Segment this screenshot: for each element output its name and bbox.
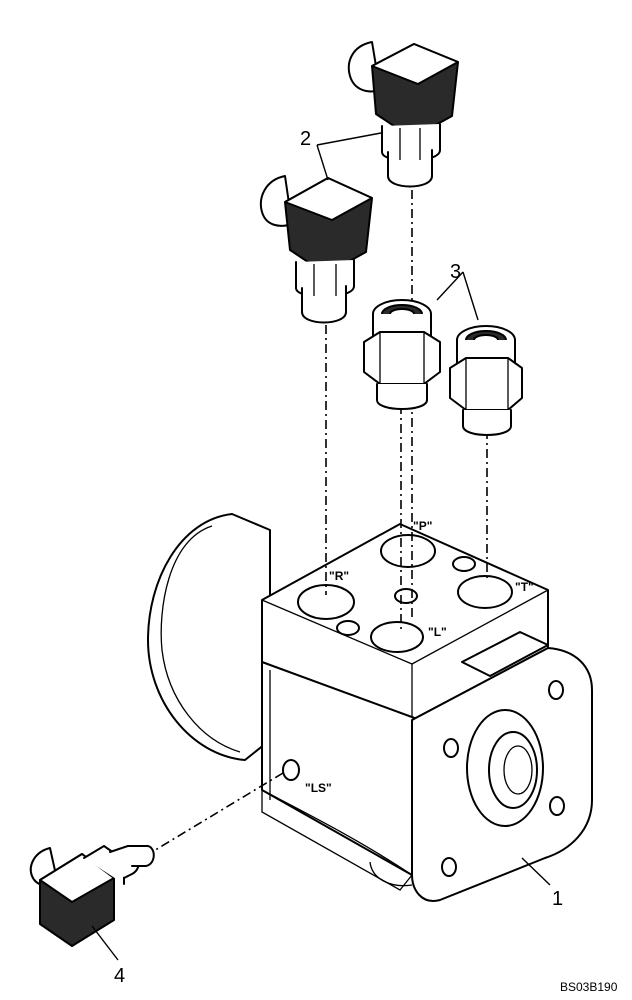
- port-ls-hole: [282, 759, 300, 781]
- callout-1: 1: [552, 888, 563, 910]
- callout-4: 4: [114, 965, 125, 987]
- drawing-code: BS03B190: [560, 980, 618, 994]
- callout-3: 3: [450, 261, 461, 283]
- elbow-fitting-upper: [347, 41, 459, 188]
- port-p-hole: [380, 534, 436, 568]
- port-label-r: "R": [329, 569, 349, 583]
- elbow-fitting-ls: [29, 845, 155, 947]
- steering-valve-body: [147, 513, 593, 902]
- adapter-fitting-right: [449, 325, 523, 436]
- port-t-hole: [457, 575, 513, 609]
- elbow-fitting-lower: [260, 175, 373, 324]
- port-label-l: "L": [428, 625, 447, 639]
- port-label-p: "P": [413, 519, 432, 533]
- port-label-ls: "LS": [305, 781, 332, 795]
- adapter-fitting-left: [363, 299, 441, 410]
- leader-lines: [91, 132, 551, 961]
- callout-2: 2: [300, 128, 311, 150]
- port-label-t: "T": [515, 580, 534, 594]
- port-r-hole: [297, 584, 355, 620]
- port-l-hole: [370, 621, 424, 653]
